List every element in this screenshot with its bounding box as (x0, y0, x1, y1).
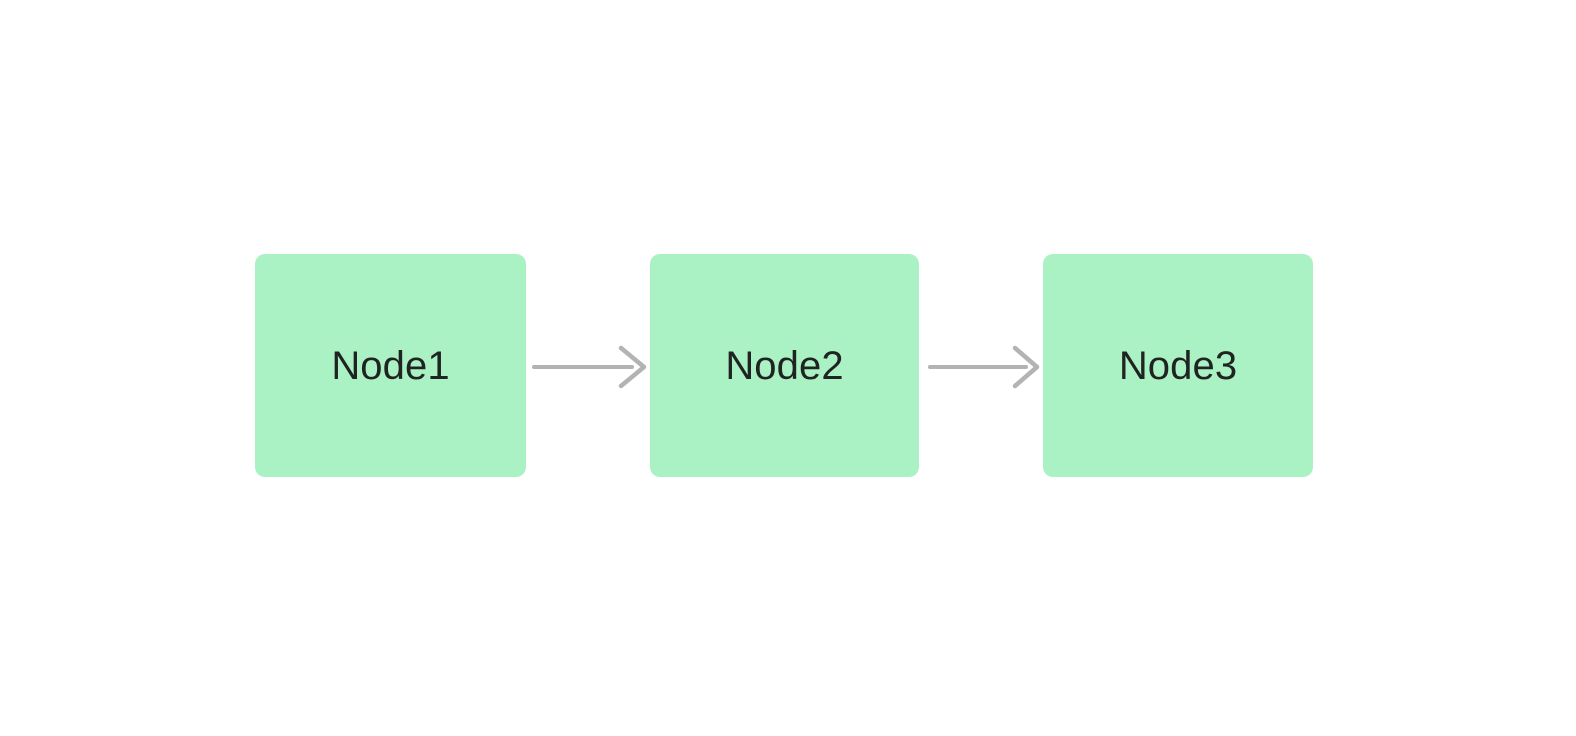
graph-node-node2[interactable]: Node2 (650, 254, 919, 477)
node-label: Node3 (1118, 343, 1238, 388)
arrowhead-icon (1012, 345, 1040, 389)
node-label: Node2 (725, 343, 844, 388)
graph-node-node3[interactable]: Node3 (1043, 254, 1313, 477)
edge-node2-to-node3 (928, 345, 1040, 389)
arrowhead-icon (618, 345, 647, 389)
edge-node1-to-node2 (532, 345, 647, 389)
node-label: Node1 (331, 343, 450, 388)
graph-node-node1[interactable]: Node1 (255, 254, 526, 477)
